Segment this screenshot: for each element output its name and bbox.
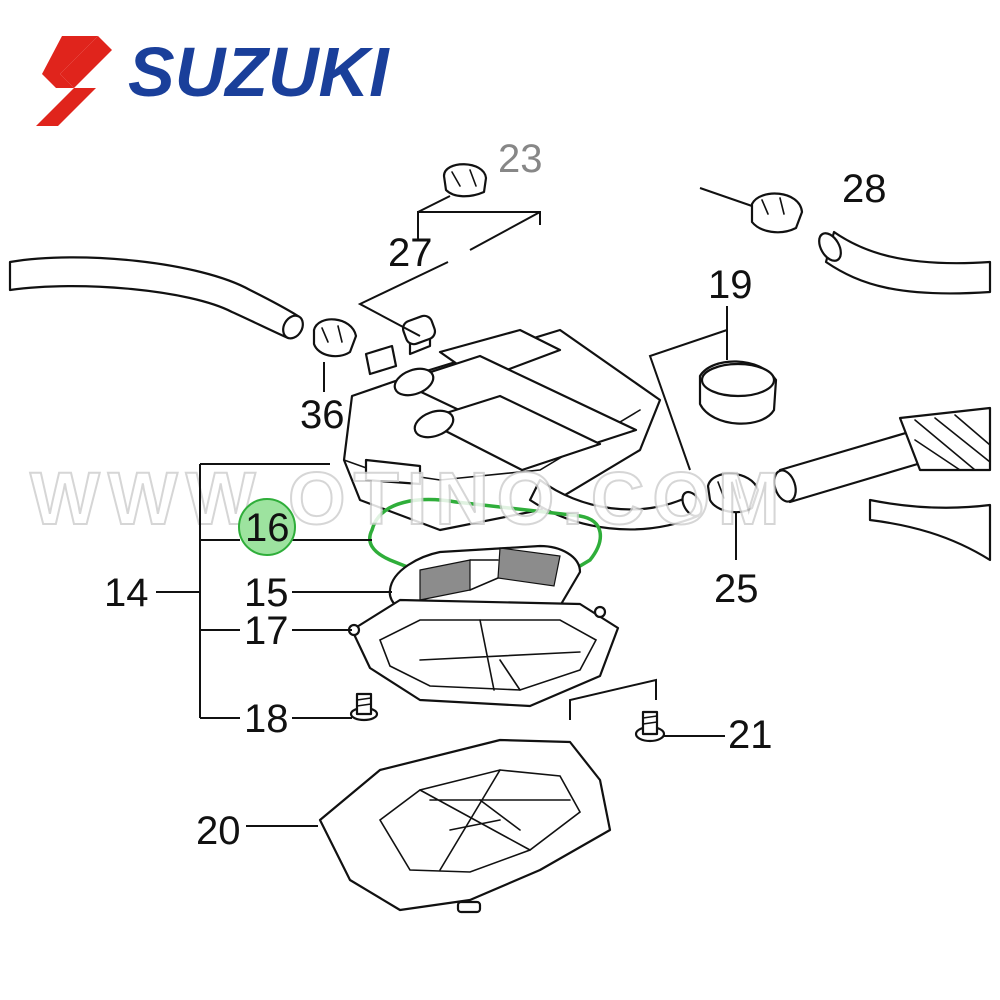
callout-14: 14 [104,571,149,615]
callout-23: 23 [498,137,543,181]
screw-18 [349,692,379,722]
callout-17: 17 [244,609,289,653]
callout-18: 18 [244,697,289,741]
callout-28: 28 [842,167,887,211]
callout-19: 19 [708,263,753,307]
screw-21 [634,710,666,743]
callout-20: 20 [196,809,241,853]
callout-15: 15 [244,571,289,615]
clamp-36 [312,318,358,358]
suzuki-s-emblem-icon [36,36,112,126]
brand-name: SUZUKI [128,33,390,111]
clamp-25 [706,472,760,514]
watermark-text: WWW.OTINO.COM [30,457,788,540]
suzuki-logo: SUZUKI [36,33,390,126]
callout-25: 25 [714,567,759,611]
callout-27: 27 [388,231,433,275]
leader-lines [156,187,753,827]
callout-36: 36 [300,393,345,437]
gasket-plate-17 [347,598,620,708]
callout-16: 16 [245,506,290,550]
clamp-27 [750,192,804,234]
clamp-23 [442,163,488,198]
guard-20 [318,738,612,914]
right-hose-25 [773,406,992,562]
right-top-hose-28 [818,230,992,295]
left-hose [8,256,304,340]
cap-19 [698,360,778,425]
pump-body [342,314,703,532]
callout-21: 21 [728,713,773,757]
callout-16-highlight [238,498,296,556]
